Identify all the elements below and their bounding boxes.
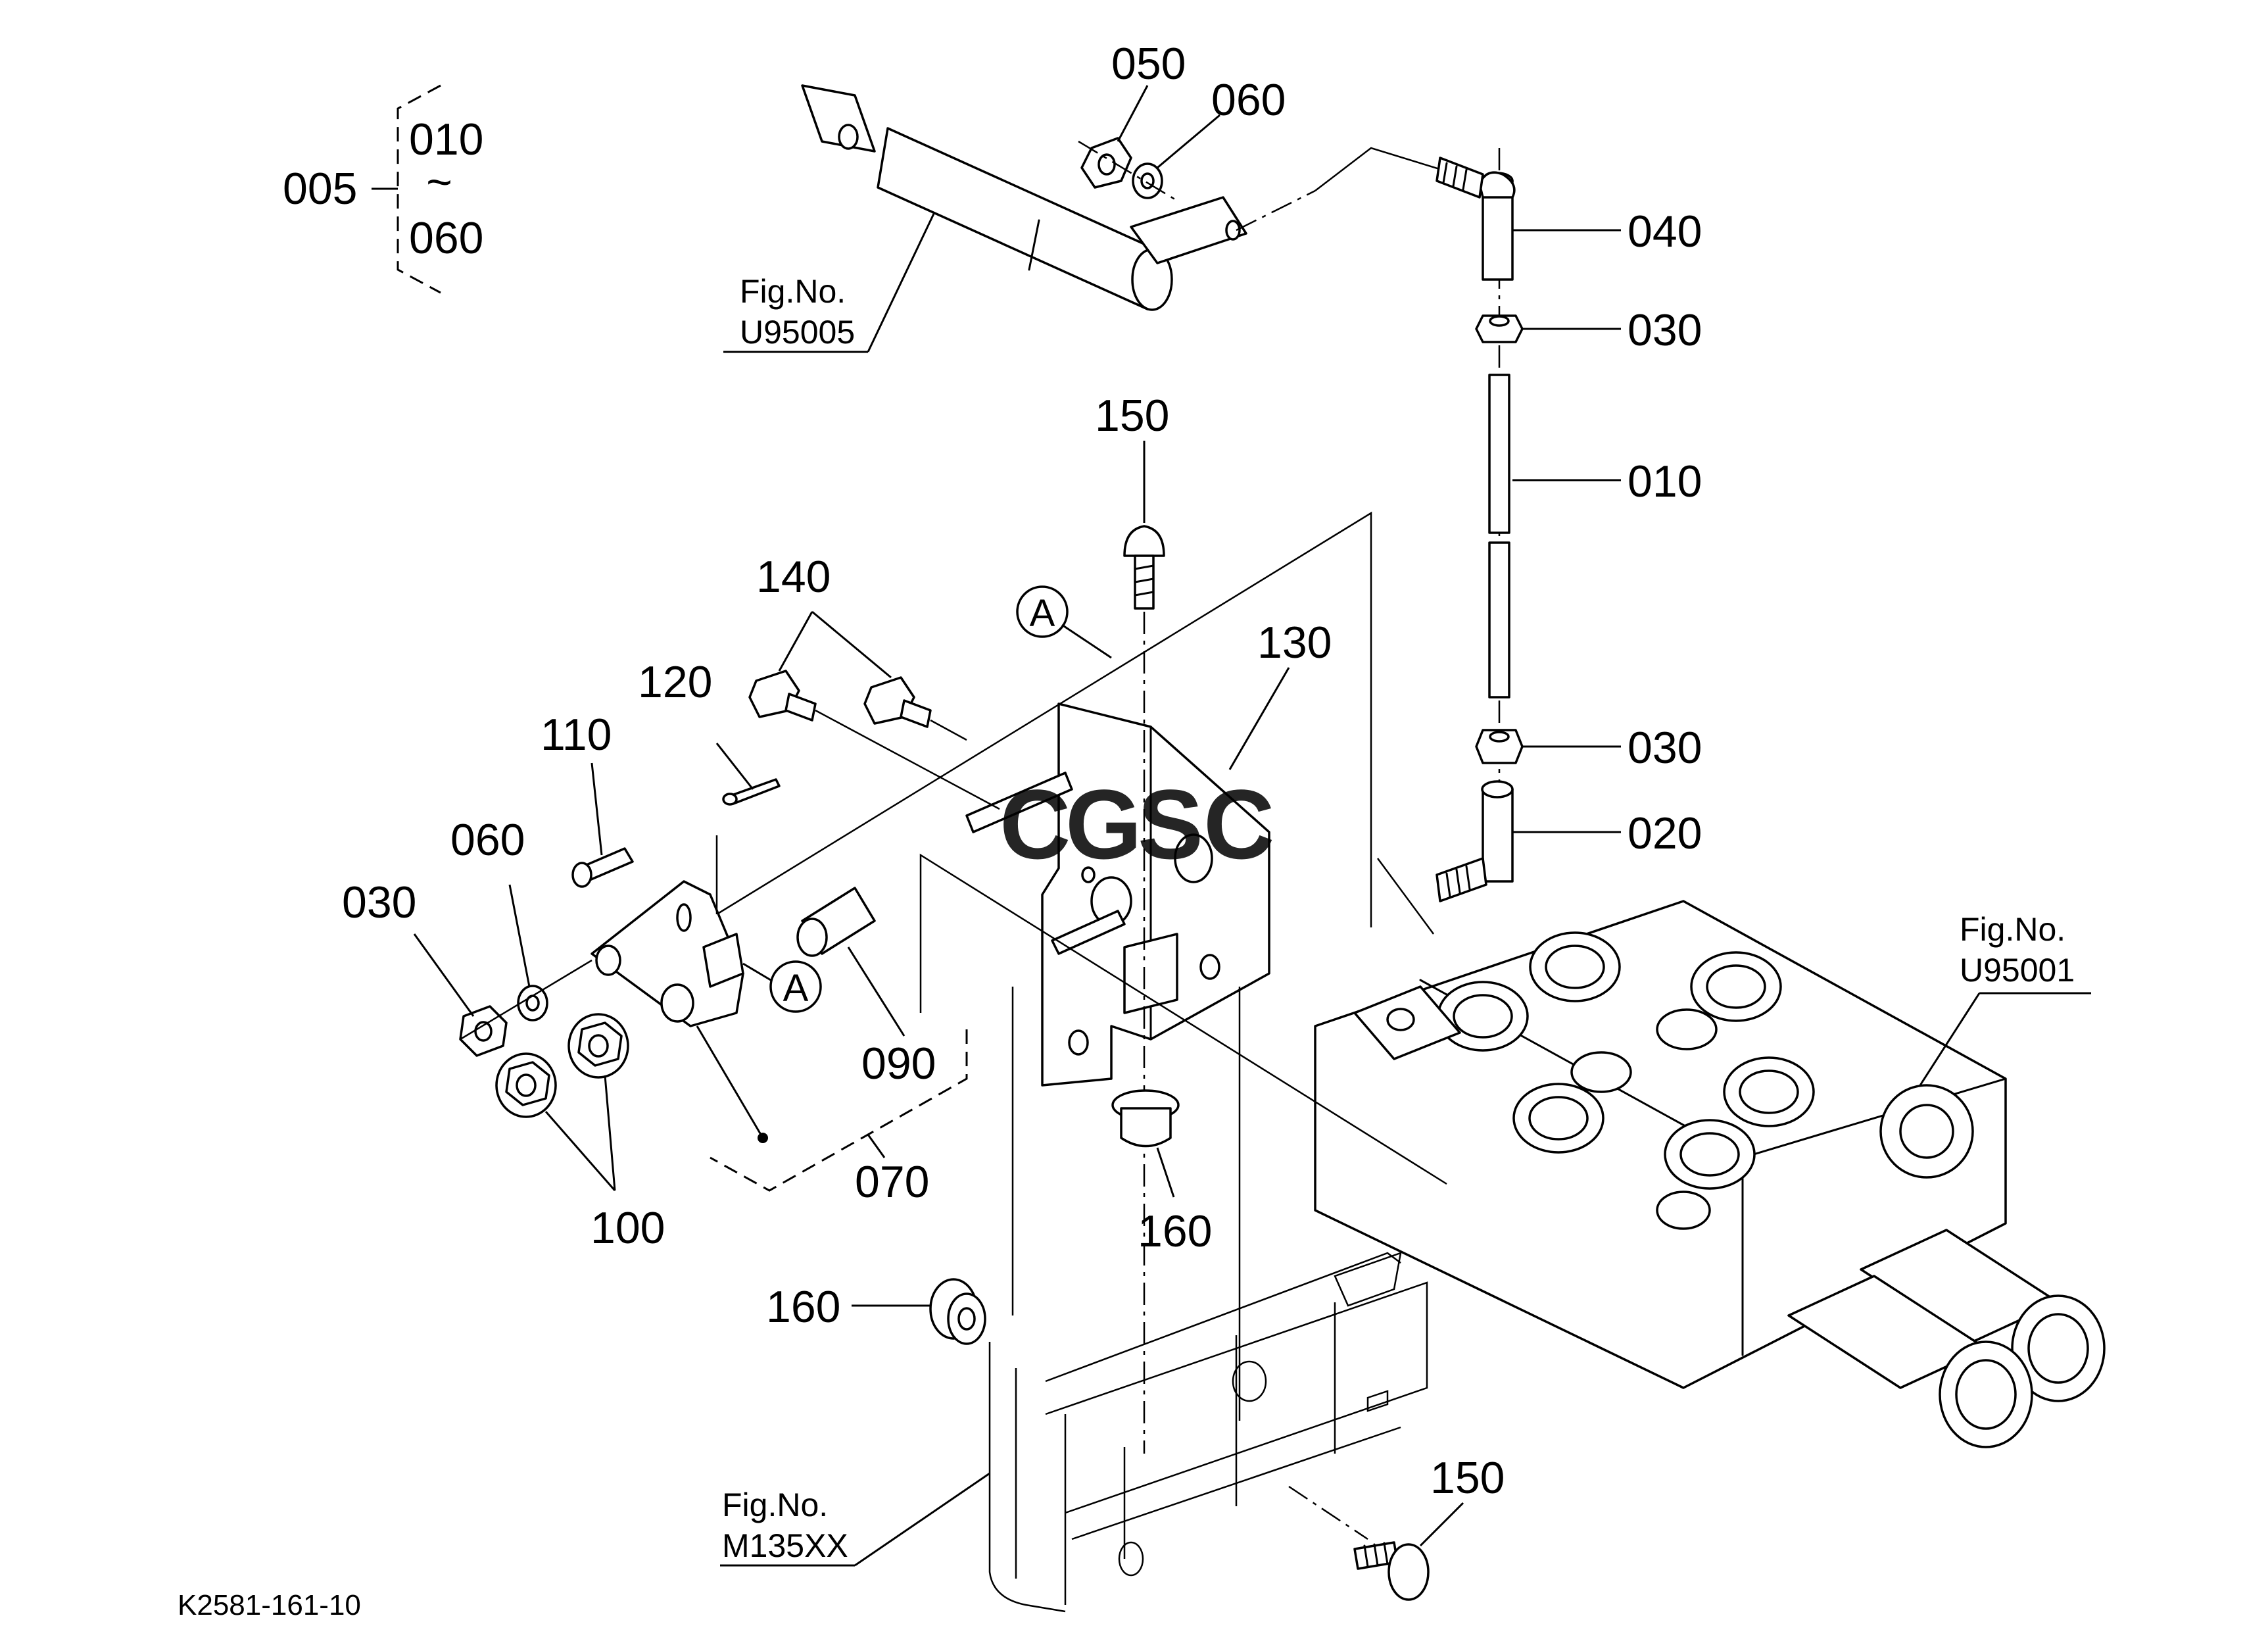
label-150-bottom: 150 <box>1430 1453 1505 1503</box>
cotter-pin-120 <box>722 778 781 806</box>
fig-ref-u95001-caption: Fig.No. <box>1960 911 2065 948</box>
watermark-letter-c: C <box>1000 769 1071 879</box>
fig-ref-m135xx-caption: Fig.No. <box>722 1487 828 1523</box>
label-030-top: 030 <box>1628 305 1702 355</box>
label-010: 010 <box>1628 456 1702 506</box>
set-label-005: 005 <box>283 164 357 214</box>
mounting-plate-130 <box>965 702 1270 1087</box>
label-070: 070 <box>855 1157 929 1207</box>
label-030-left: 030 <box>342 877 416 927</box>
fig-ref-u95001-number: U95001 <box>1960 952 2075 989</box>
set-range-tilde: ~ <box>426 157 452 207</box>
label-110: 110 <box>541 710 612 760</box>
nut-030-left <box>459 1005 508 1057</box>
label-130: 130 <box>1257 618 1332 668</box>
nut-030-top <box>1475 314 1524 343</box>
grommet-160-left <box>929 1278 986 1345</box>
label-060-left: 060 <box>450 815 525 865</box>
watermark-letter-s: S <box>1138 769 1203 879</box>
ref-mark-a-upper <box>1016 585 1069 638</box>
nut-030-mid <box>1475 729 1524 764</box>
watermark-letter-g: G <box>1065 769 1142 879</box>
drawing-code: K2581-161-10 <box>178 1589 361 1621</box>
fig-ref-u95005-number: U95005 <box>740 314 855 351</box>
set-range-to: 060 <box>409 213 483 263</box>
label-020: 020 <box>1628 808 1702 858</box>
spool-housings <box>1787 1229 2106 1448</box>
fig-ref-u95005-caption: Fig.No. <box>740 273 846 310</box>
ref-mark-a-upper-text: A <box>1030 592 1055 635</box>
rod-end-040 <box>1436 157 1516 281</box>
stud-140-a <box>748 670 817 722</box>
cgsc-watermark: C G S C <box>1000 769 1274 879</box>
label-050: 050 <box>1111 39 1186 89</box>
lever-bracket <box>591 880 744 1027</box>
label-120: 120 <box>638 657 712 707</box>
label-090: 090 <box>861 1039 936 1089</box>
lever-shaft <box>801 84 1316 311</box>
fig-ref-m135xx-number: M135XX <box>722 1527 848 1564</box>
label-100: 100 <box>591 1203 665 1253</box>
flange-nut-100-a <box>567 1013 629 1079</box>
label-150-top: 150 <box>1095 391 1169 441</box>
grommet-160-mid <box>1111 1089 1180 1148</box>
set-range-from: 010 <box>409 114 483 164</box>
control-valve-block <box>1314 900 2106 1448</box>
label-140: 140 <box>756 552 831 602</box>
valve-ports <box>1437 931 1974 1230</box>
label-160-left: 160 <box>766 1282 840 1332</box>
stud-140-b <box>863 676 932 728</box>
threaded-rod-010 <box>1488 374 1510 699</box>
bolt-150-bottom <box>1353 1541 1430 1601</box>
label-040: 040 <box>1628 207 1702 257</box>
ref-mark-a-lower <box>769 960 822 1013</box>
set-bracket-005: 005 010 ~ 060 <box>283 84 483 294</box>
pin-110 <box>571 847 634 888</box>
base-frame <box>988 1252 1428 1613</box>
label-160-mid: 160 <box>1138 1206 1212 1256</box>
rod-end-020 <box>1436 780 1514 902</box>
nut-050 <box>1080 137 1132 189</box>
ref-mark-a-lower-text: A <box>783 967 809 1010</box>
label-060-top: 060 <box>1211 75 1286 125</box>
bolt-150-top <box>1123 525 1165 610</box>
label-030-mid: 030 <box>1628 723 1702 773</box>
flange-nut-100-b <box>495 1052 557 1118</box>
collar-090 <box>796 887 876 957</box>
watermark-letter-c2: C <box>1203 769 1274 879</box>
